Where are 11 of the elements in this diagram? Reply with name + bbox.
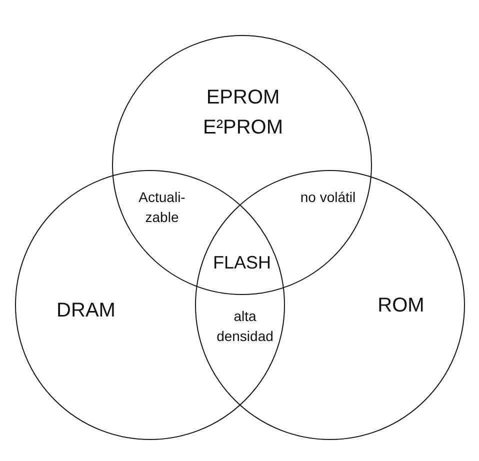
overlap-label: Actuali- zable [138, 188, 186, 227]
set-label: E²PROM [203, 116, 283, 140]
overlap-label: alta densidad [216, 307, 274, 346]
set-label: ROM [378, 294, 424, 318]
set-label: DRAM [56, 300, 116, 322]
overlap-label: FLASH [212, 252, 272, 274]
set-circle [112, 35, 372, 295]
overlap-label: no volátil [299, 188, 357, 207]
set-label: EPROM [206, 86, 280, 110]
set-circle [195, 170, 465, 440]
set-circle [15, 170, 285, 440]
